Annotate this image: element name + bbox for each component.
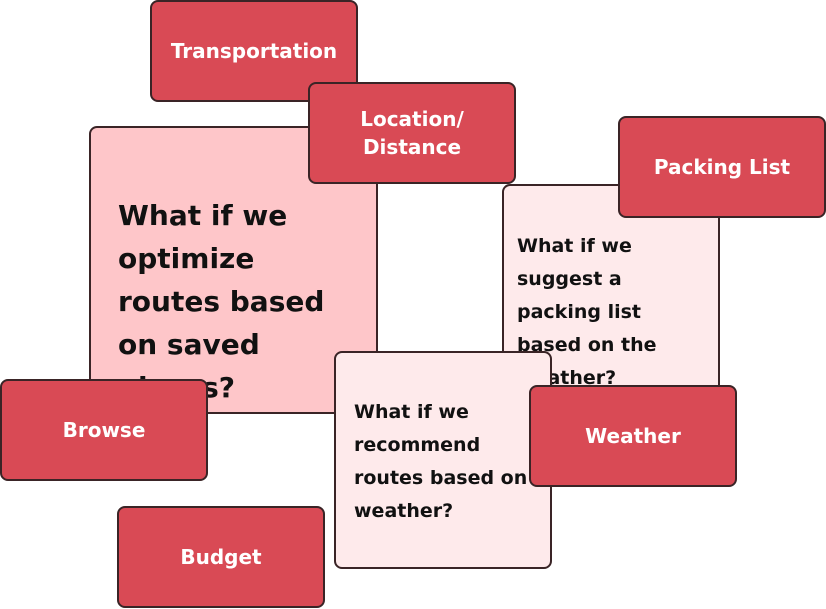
sticky-note-recommend-routes: What if we recommend routes based on wea… (334, 351, 552, 569)
tag-location-distance: Location/ Distance (308, 82, 516, 184)
tag-packing-list: Packing List (618, 116, 826, 218)
tag-budget: Budget (117, 506, 325, 608)
sticky-note-text: What if we optimize routes based on save… (118, 199, 325, 404)
tag-browse: Browse (0, 379, 208, 481)
sticky-note-text: What if we suggest a packing list based … (517, 235, 657, 389)
tag-label-line2: Distance (362, 135, 462, 159)
tag-label: Budget (180, 545, 262, 569)
sticky-note-text: What if we recommend routes based on wea… (354, 401, 528, 522)
tag-label: Transportation (170, 39, 338, 63)
tag-label: Packing List (653, 155, 791, 179)
tag-label-line1: Location/ (360, 107, 464, 131)
tag-label: Browse (62, 418, 146, 442)
tag-weather: Weather (529, 385, 737, 487)
tag-label: Weather (585, 424, 681, 448)
